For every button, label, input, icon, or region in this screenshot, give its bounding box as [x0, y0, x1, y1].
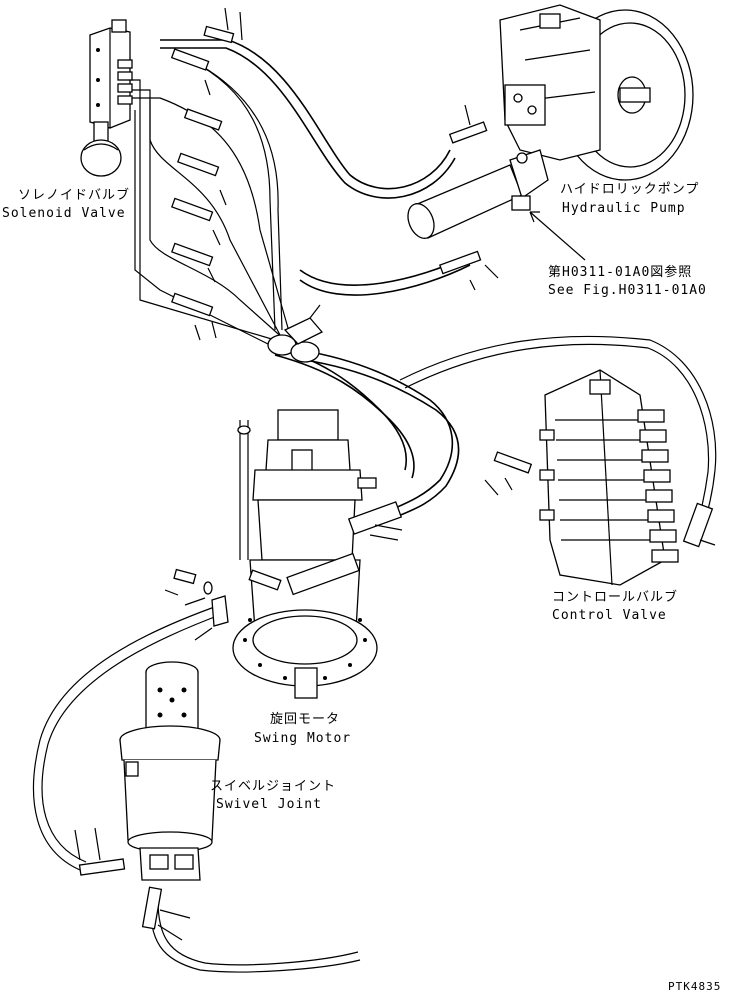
pump-label-en: Hydraulic Pump — [562, 201, 686, 216]
labels: ソレノイドバルブ Solenoid Valve ハイドロリックポンプ Hydra… — [2, 182, 721, 993]
fittings-swivel — [74, 827, 191, 941]
solenoid-label-en: Solenoid Valve — [2, 206, 126, 221]
ref-label-en: See Fig.H0311-01A0 — [548, 283, 707, 298]
hose-clamps — [267, 304, 324, 363]
ref-label-jp: 第H0311-01A0図参照 — [548, 264, 692, 280]
swing-motor-label-en: Swing Motor — [254, 731, 351, 746]
bolt-washer-icon — [164, 568, 229, 641]
solenoid-label-jp: ソレノイドバルブ — [18, 187, 130, 203]
swivel-joint-label-en: Swivel Joint — [216, 797, 322, 812]
fittings-left — [170, 7, 243, 341]
control-valve-label-en: Control Valve — [552, 608, 667, 623]
swing-motor-label-jp: 旋回モータ — [270, 712, 340, 727]
control-valve-label-jp: コントロールバルブ — [552, 589, 678, 605]
ref-leader — [529, 211, 586, 261]
hydraulic-pump-icon — [407, 4, 694, 291]
swivel-joint-icon — [119, 661, 221, 881]
swing-motor-icon — [232, 409, 403, 699]
solenoid-valve-icon — [80, 19, 133, 177]
control-valve-icon — [484, 369, 716, 586]
drawing-code: PTK4835 — [668, 980, 721, 993]
swivel-joint-label-jp: スイベルジョイント — [210, 779, 336, 794]
pump-label-jp: ハイドロリックポンプ — [560, 182, 699, 197]
